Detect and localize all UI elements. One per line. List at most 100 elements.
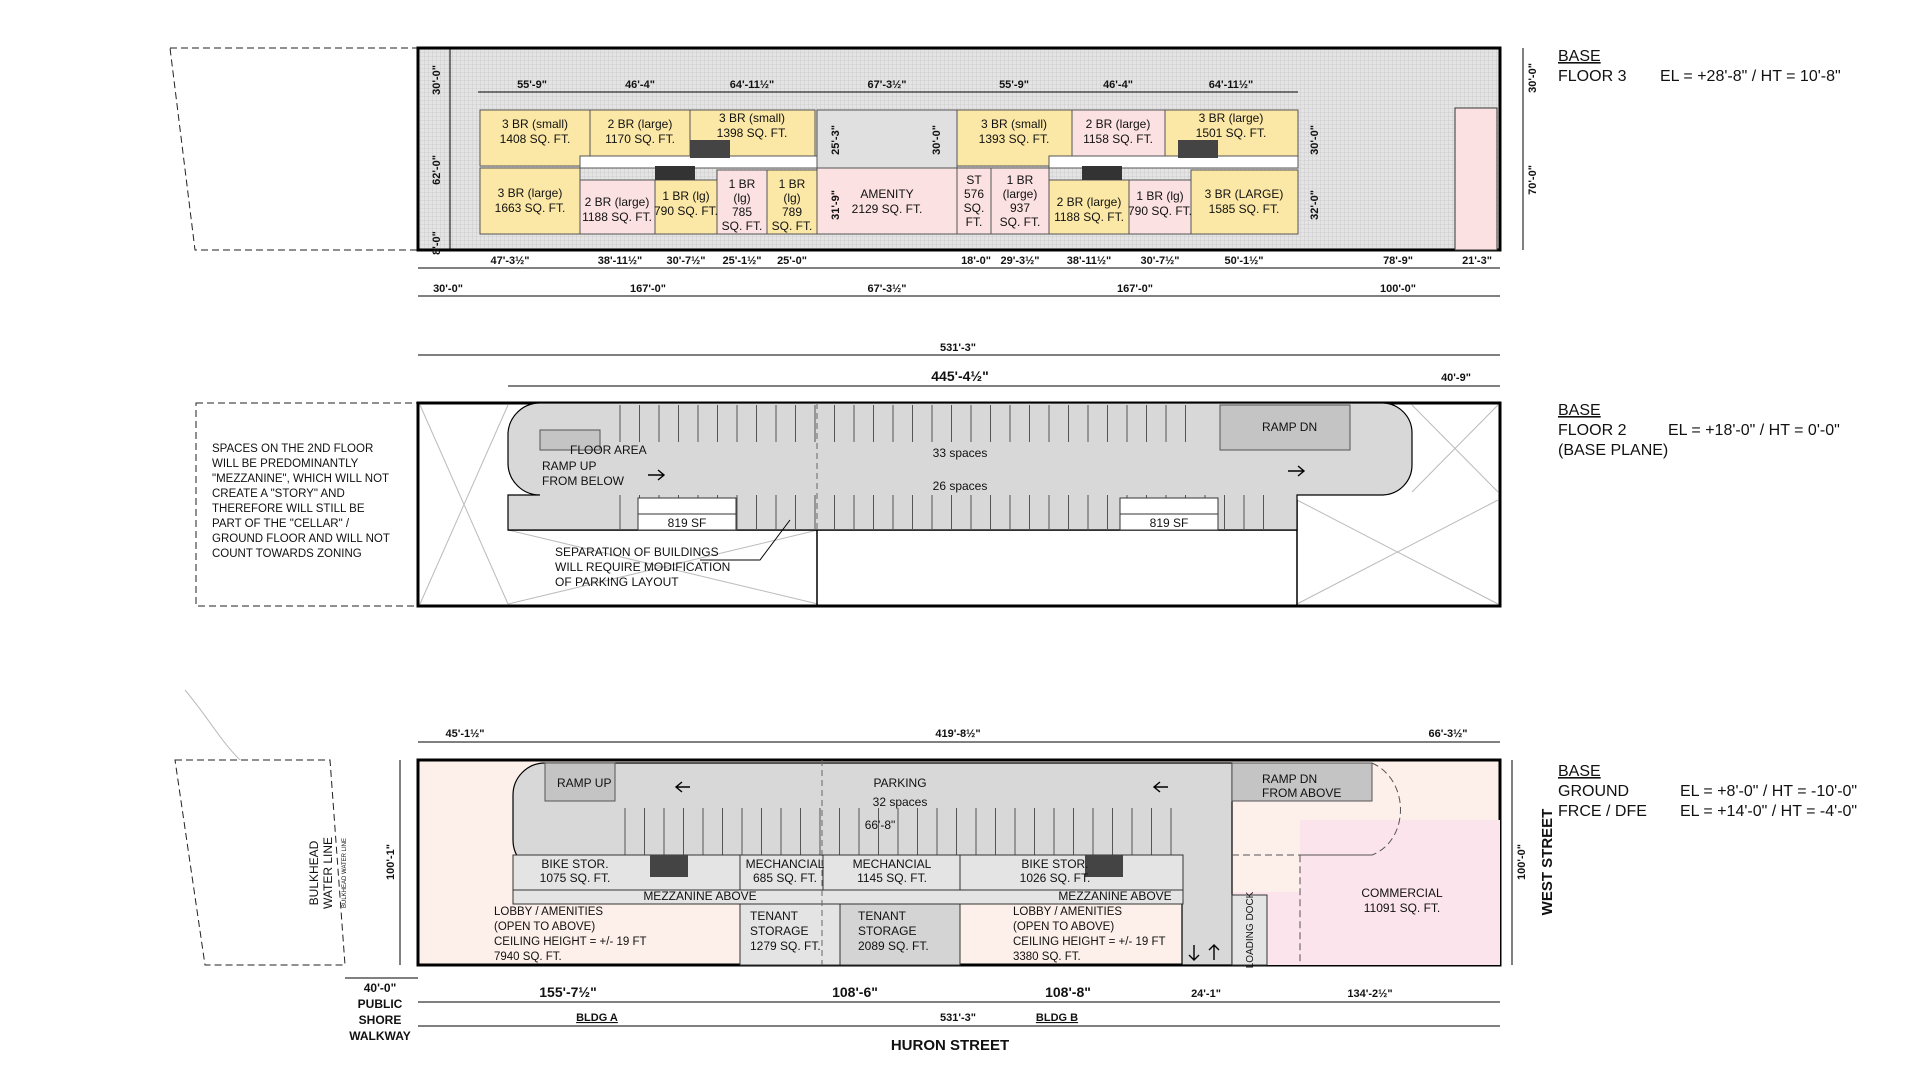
f3-bottom-dim-3: 25'-1½" — [722, 255, 761, 267]
f3-bottom-dim-10: 78'-9" — [1383, 255, 1413, 267]
walkway-line-0: 40'-0" — [364, 981, 397, 995]
f2-overall-dim: 531'-3" — [940, 342, 976, 354]
f3-bottom-dim-7: 38'-11½" — [1067, 255, 1112, 267]
g-loading-dock: LOADING DOCK — [1245, 891, 1256, 968]
f3-unit-7-line-3: SQ. FT. — [772, 219, 813, 233]
f2-spaces-top: 33 spaces — [933, 446, 988, 460]
f2-elevation: EL = +18'-0" / HT = 0'-0" — [1668, 422, 1840, 439]
bulkhead-label-small: BULKHEAD WATER LINE — [342, 838, 348, 908]
ground-floor-plan: 45'-1½" 419'-8½" 66'-3½" BULKHEAD WATER … — [174, 689, 1857, 1054]
walkway-line-3: WALKWAY — [349, 1029, 411, 1043]
f3-unit-5-name: 1 BR (lg) — [662, 189, 709, 203]
f3-bottom-dim-2: 30'-7½" — [666, 255, 705, 267]
f3-unit-6-line-0: 1 BR — [729, 177, 756, 191]
f3-bottom-dim-4: 25'-0" — [777, 255, 807, 267]
f3-unit-1-area: 1170 SQ. FT. — [605, 132, 675, 146]
f3-unit-16-area: 1585 SQ. FT. — [1209, 202, 1280, 216]
f2-title-floor: FLOOR 2 — [1558, 422, 1627, 439]
f2-note-line-4: THEREFORE WILL STILL BE — [212, 503, 365, 515]
g-room-0-name: BIKE STOR. — [541, 857, 608, 871]
g-left-dim: 100'-1" — [385, 844, 397, 880]
g-room-2-name: MECHANCIAL — [853, 857, 932, 871]
f3-unit-10-area: 1158 SQ. FT. — [1083, 132, 1153, 146]
f3-bottom-dim-9: 50'-1½" — [1224, 255, 1263, 267]
g-room-3-name: BIKE STOR. — [1021, 857, 1088, 871]
f2-note-line-0: SPACES ON THE 2ND FLOOR — [212, 443, 373, 455]
g-bot-dim-3: 108'-8" — [1045, 984, 1091, 1000]
f2-floor-area-label: FLOOR AREA — [570, 443, 647, 457]
walkway-line-2: SHORE — [359, 1013, 402, 1027]
f3-bottom-total-0: 30'-0" — [433, 283, 463, 295]
g-lobby-b: LOBBY / AMENITIES(OPEN TO ABOVE)CEILING … — [1013, 906, 1166, 963]
g-storage-b-line-2: 2089 SQ. FT. — [858, 939, 929, 953]
f3-unit-8-name: AMENITY — [860, 187, 913, 201]
g-bot-dim-4: 24'-1" — [1191, 988, 1221, 1000]
f3-unit-7-line-0: 1 BR — [779, 177, 806, 191]
f3-unit-0-name: 3 BR (small) — [502, 117, 568, 131]
g-lobby-a-line-3: 7940 SQ. FT. — [494, 951, 562, 963]
g-ramp-dn-2: FROM ABOVE — [1262, 786, 1341, 800]
f3-unit-15-area: 790 SQ. FT. — [1128, 204, 1192, 218]
f3-top-dim-1: 46'-4" — [625, 79, 655, 91]
g-storage-a-line-0: TENANT — [750, 909, 799, 923]
bldg-b-label: BLDG B — [1036, 1012, 1078, 1024]
f2-spaces-bottom: 26 spaces — [933, 479, 988, 493]
g-lobby-a-line-0: LOBBY / AMENITIES — [494, 906, 603, 918]
g-lobby-b-line-0: LOBBY / AMENITIES — [1013, 906, 1122, 918]
g-top-dim-1: 45'-1½" — [445, 728, 484, 740]
f3-unit-2-name: 3 BR (small) — [719, 111, 785, 125]
f2-separation-line-1: WILL REQUIRE MODIFICATION — [555, 560, 730, 574]
f3-right-dim-1: 30'-0" — [1527, 63, 1539, 93]
g-ramp-up: RAMP UP — [557, 776, 611, 790]
floor-3-plan: 3 BR (small)1408 SQ. FT.2 BR (large)1170… — [169, 46, 1841, 297]
g-elevation-2: EL = +14'-0" / HT = -4'-0" — [1680, 803, 1857, 820]
g-storage-b-line-1: STORAGE — [858, 924, 916, 938]
f2-note-line-6: GROUND FLOOR AND WILL NOT — [212, 533, 390, 545]
f3-bottom-dim-1: 38'-11½" — [598, 255, 643, 267]
g-room-1-name: MECHANCIAL — [746, 857, 825, 871]
f3-inner-dim-3: 31'-9" — [830, 190, 842, 220]
g-ramp-dn-1: RAMP DN — [1262, 772, 1317, 786]
f3-top-dim-5: 46'-4" — [1103, 79, 1133, 91]
f2-title-base: BASE — [1558, 402, 1601, 419]
bulkhead-label-1: BULKHEAD — [307, 840, 321, 905]
g-overall-dim: 531'-3" — [940, 1012, 976, 1024]
g-room-3-area: 1026 SQ. FT. — [1020, 871, 1091, 885]
f3-unit-4-area: 1188 SQ. FT. — [582, 210, 652, 224]
g-bot-dim-2: 108'-6" — [832, 984, 878, 1000]
f3-top-dim-3: 67'-3½" — [867, 79, 906, 91]
f2-note-line-2: "MEZZANINE", WHICH WILL NOT — [212, 473, 389, 485]
f3-unit-2-area: 1398 SQ. FT. — [717, 126, 788, 140]
f3-bottom-total-2: 67'-3½" — [867, 283, 906, 295]
g-title-frce: FRCE / DFE — [1558, 803, 1647, 820]
f3-title-base: BASE — [1558, 48, 1601, 65]
f3-unit-6-line-2: 785 — [732, 205, 752, 219]
f3-unit-14-area: 1188 SQ. FT. — [1054, 210, 1124, 224]
g-lobby-b-line-1: (OPEN TO ABOVE) — [1013, 921, 1114, 933]
f2-note-line-3: CREATE A "STORY" AND — [212, 488, 345, 500]
f3-bottom-dim-11: 21'-3" — [1462, 255, 1492, 267]
g-top-dim-3: 66'-3½" — [1428, 728, 1467, 740]
g-room-2-area: 1145 SQ. FT. — [857, 871, 927, 885]
g-lobby-a: LOBBY / AMENITIES(OPEN TO ABOVE)CEILING … — [494, 906, 647, 963]
f3-unit-12-line-2: SQ. — [964, 201, 985, 215]
g-top-dim-2: 419'-8½" — [935, 728, 980, 740]
f3-inner-dim-2: 30'-0" — [931, 125, 943, 155]
f3-top-dim-0: 55'-9" — [517, 79, 547, 91]
f3-unit-13-line-0: 1 BR — [1007, 173, 1034, 187]
f3-unit-13-line-1: (large) — [1003, 187, 1038, 201]
f2-title-sub: (BASE PLANE) — [1558, 442, 1668, 459]
bulkhead-label-2: WATER LINE — [321, 837, 335, 909]
f3-unit-3-name: 3 BR (large) — [498, 186, 563, 200]
f3-bottom-dim-6: 29'-3½" — [1000, 255, 1039, 267]
huron-street-label: HURON STREET — [891, 1037, 1009, 1054]
g-storage-a-line-2: 1279 SQ. FT. — [750, 939, 821, 953]
f2-ramp-dn: RAMP DN — [1262, 420, 1317, 434]
f3-unit-11-area: 1501 SQ. FT. — [1196, 126, 1267, 140]
g-lobby-b-line-3: 3380 SQ. FT. — [1013, 951, 1081, 963]
f2-direction-arrow-2 — [1288, 465, 1306, 477]
f2-core-area-b: 819 SF — [1150, 516, 1189, 530]
